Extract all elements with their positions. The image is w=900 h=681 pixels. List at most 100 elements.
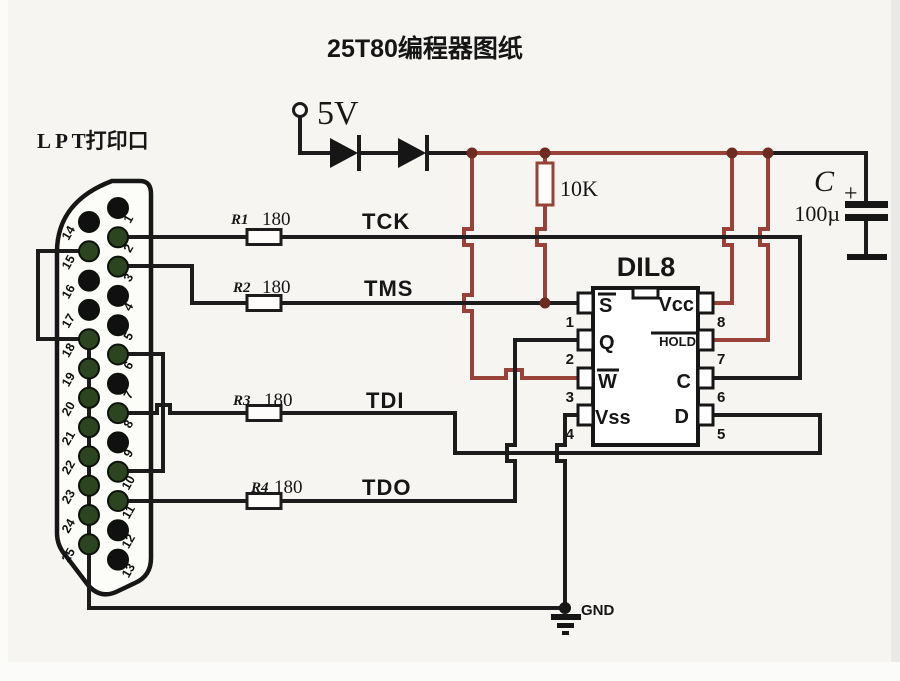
resistor-r2-value: 180	[262, 277, 291, 298]
lpt-pin-22-number: 22	[59, 458, 78, 477]
lpt-pin-17-number: 17	[59, 311, 78, 330]
chip-pin3-stub	[576, 366, 595, 390]
10k-label: 10K	[560, 176, 598, 201]
lpt-pin-25-dot	[78, 533, 100, 556]
scan-edge-shadow	[891, 0, 900, 662]
chip-pin3-number: 3	[566, 389, 574, 406]
lpt-pin-16-number: 16	[59, 282, 78, 301]
lpt-pin-23: 23	[59, 474, 100, 506]
wire-tck-to-chip-c	[279, 235, 802, 380]
lpt-pin-25: 25	[59, 533, 100, 565]
chip-pin7-number: 7	[717, 351, 725, 368]
junction-rail-w	[466, 147, 478, 159]
lpt-pin-18-dot	[78, 328, 100, 351]
capacitor-ground-bar	[847, 254, 887, 260]
lpt-pin-12: 12	[107, 519, 138, 551]
lpt-pin-14-number: 14	[59, 223, 78, 242]
wire-tdi-to-chip-d	[279, 411, 822, 455]
lpt-pin-5-dot	[107, 314, 129, 337]
lpt-pin-12-number: 12	[119, 532, 138, 551]
lpt-pin-11-number: 11	[119, 503, 138, 521]
chip-pin-vcc-label: Vcc	[658, 294, 694, 316]
lpt-pin-6-dot	[107, 343, 129, 366]
lpt-pin-12-dot	[107, 519, 129, 542]
lpt-pin-24-dot	[78, 504, 100, 526]
resistor-r1-value: 180	[262, 209, 291, 230]
page-title: 25T80编程器图纸	[327, 34, 523, 63]
lpt-pin-18-number: 18	[59, 341, 78, 360]
chip-name-label: DIL8	[617, 252, 676, 282]
chip-pin1-number: 1	[566, 314, 574, 331]
resistor-r1-name: R1	[230, 212, 249, 228]
chip-pin-s-label: S	[599, 295, 612, 317]
cap-name-label: C	[814, 165, 835, 198]
lpt-pin-10: 10	[107, 460, 138, 492]
chip-pin-hold-label: HOLD	[659, 334, 696, 349]
chip-pin-vss-label: Vss	[595, 407, 631, 429]
lpt-pin-17-dot	[78, 298, 100, 321]
capacitor-plate-bottom	[845, 214, 888, 221]
chip-pin1-stub	[576, 291, 595, 315]
lpt-pin-16-dot	[78, 269, 100, 292]
lpt-pin-19: 19	[59, 357, 100, 389]
chip-pin7-stub	[696, 328, 715, 352]
lpt-pin-9-dot	[107, 431, 129, 454]
resistor-r3-value: 180	[264, 390, 293, 411]
lpt-pin-20: 20	[59, 386, 100, 418]
chip-pin-d-label: D	[675, 406, 689, 428]
lpt-pin-15-number: 15	[59, 253, 78, 272]
junction-10k-tms	[539, 297, 551, 309]
signal-tck-label: TCK	[362, 209, 410, 234]
resistor-r4-value: 180	[274, 477, 303, 498]
5v-terminal-icon	[292, 102, 308, 118]
scan-area	[8, 0, 892, 662]
lpt-pin-13: 13	[107, 548, 138, 580]
signal-tms-label: TMS	[364, 276, 413, 301]
ground-symbol-bar2	[557, 623, 574, 628]
lpt-pin-22-dot	[78, 445, 100, 468]
junction-gnd	[559, 602, 571, 614]
lpt-pin-19-number: 19	[59, 370, 78, 389]
wire-rail-to-vcc-pin8	[711, 151, 734, 305]
chip-pin8-stub	[696, 291, 715, 315]
lpt-pin-4-dot	[107, 284, 129, 307]
resistor-10k	[535, 161, 555, 207]
chip-pin-q-label: Q	[599, 332, 615, 354]
chip-pin5-number: 5	[717, 426, 725, 443]
chip-pin2-number: 2	[566, 351, 574, 368]
resistor-r1	[245, 228, 283, 246]
lpt-pin-20-number: 20	[59, 399, 78, 418]
wire-chip-q-to-tdo	[505, 338, 580, 503]
resistor-r2-name: R2	[232, 280, 251, 296]
diode-1-icon	[330, 138, 358, 168]
chip-pin2-stub	[576, 328, 595, 352]
lpt-pin-20-dot	[78, 386, 100, 409]
lpt-pins-layer: 1234567891011121314151617181920212223242…	[59, 197, 138, 580]
lpt-pin-24-number: 24	[59, 516, 78, 535]
resistor-r3-name: R3	[232, 393, 251, 409]
chip-pin-c-label: C	[677, 371, 691, 393]
lpt-pin-17: 17	[59, 298, 100, 330]
junction-rail-vcc	[726, 147, 738, 159]
chip-pin4-number: 4	[566, 426, 575, 443]
gnd-label: GND	[581, 602, 615, 619]
capacitor-plate-top	[845, 201, 888, 208]
lpt-pin-10-dot	[107, 460, 129, 483]
junction-rail-hold	[762, 147, 774, 159]
chip-pin6-stub	[696, 366, 715, 390]
wire-chip-vss-to-gnd	[555, 413, 580, 610]
diode-2-icon	[398, 138, 426, 168]
resistor-r2	[245, 294, 283, 312]
lpt-pin-21: 21	[59, 416, 100, 448]
lpt-pin-23-number: 23	[59, 487, 78, 506]
lpt-pin-13-number: 13	[119, 561, 138, 580]
chip-pin4-stub	[576, 403, 595, 427]
lpt-pin-7-dot	[107, 372, 129, 395]
lpt-pin-14-dot	[78, 211, 100, 233]
5v-label: 5V	[317, 95, 359, 132]
ground-symbol-bar3	[562, 631, 569, 635]
lpt-pin-14: 14	[59, 211, 100, 243]
resistor-r4-name: R4	[250, 480, 269, 496]
